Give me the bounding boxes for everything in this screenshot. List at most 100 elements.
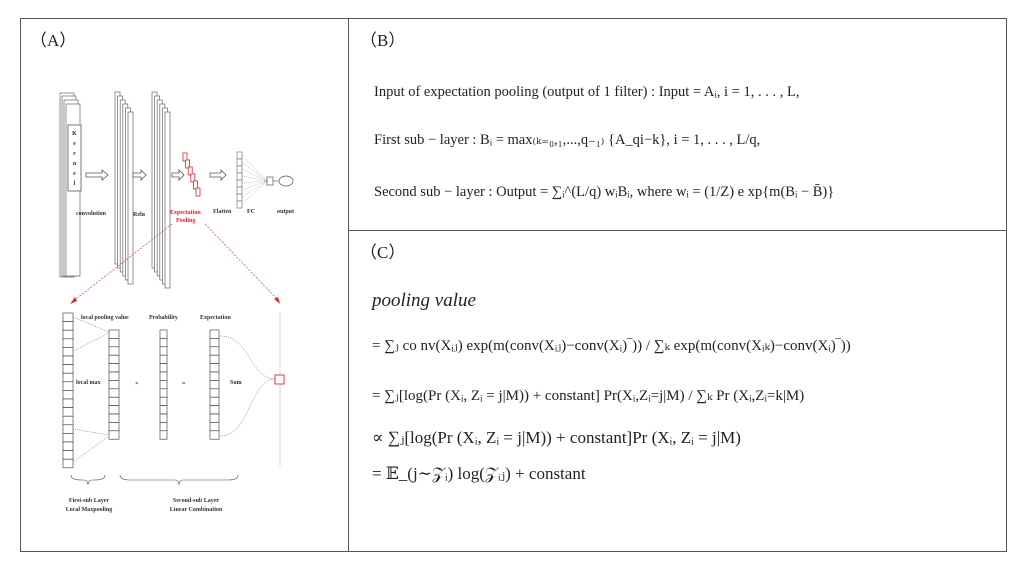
cell [108,354,120,364]
cell [236,193,243,202]
fc-edge [241,180,268,184]
arrow-icon [171,169,185,181]
pooled-map [182,152,188,162]
cell [62,381,74,391]
equation-line-3: ∝ ∑ⱼ[log(Pr (Xᵢ, Zᵢ = j|M)) + constant]P… [372,428,741,447]
equation-pooling-value-title: pooling value [372,290,476,311]
output-node [278,175,294,187]
label-local-pooling-value: local pooling value [81,315,129,321]
expectation-pooling-boxes [182,152,201,197]
cell [62,390,74,400]
pooled-map [187,166,193,176]
label-probability: Probability [149,315,178,321]
cell [62,321,74,331]
kernel-letter: e [73,141,76,147]
kernel-letter: K [72,131,77,137]
kernel-letter: e [73,171,76,177]
cell [159,430,168,440]
cell [62,372,74,383]
cell [62,355,74,365]
equation-first-sublayer: First sub − layer : Bᵢ = max₍ₖ₌₀,₁,...,q… [374,132,761,148]
panel-divider-horizontal [348,230,1007,231]
probability-column [159,329,168,440]
cell [62,433,74,443]
cell [108,380,120,390]
cell [209,405,220,415]
cell [62,364,74,374]
fc-node [266,176,274,186]
flatten-column [236,151,243,209]
cell [209,380,220,390]
cell [159,329,168,339]
cell [62,415,74,426]
cell [209,338,220,348]
arrow-icon [85,169,109,181]
label-convolution: convolution [76,211,107,217]
cell [62,312,74,322]
fc-edge [241,180,268,191]
cell [159,422,168,432]
cell [108,388,120,398]
label-sum: Sum [230,380,242,386]
kernel-box: K e r n e l [67,124,82,192]
cell [236,186,243,195]
cell [209,388,220,398]
pooled-map [185,159,191,169]
arrows [85,169,227,181]
cell [62,458,74,469]
cell [108,329,120,339]
figure-frame [20,18,1007,552]
label-output: output [277,209,294,215]
cell [108,338,120,348]
label-flatten: Flatten [213,209,232,215]
equals-symbol: = [182,381,186,387]
cell [159,388,168,398]
panel-c-label: （C） [360,243,406,262]
relu-feature-stack [151,91,171,289]
label-first-sub-layer: First-sub Layer [69,498,110,504]
cell [209,396,220,406]
fc-edge [241,154,268,182]
cell [62,441,74,451]
label-pooling: Pooling [176,218,195,224]
cell [236,151,243,160]
cell [62,338,74,348]
cell [159,405,168,415]
arrow-icon [132,169,147,181]
pooled-output-box [274,374,285,385]
cell [209,430,220,440]
cell [236,200,243,209]
fc-edge [241,180,268,205]
zoom-lines [70,223,280,304]
cell [108,405,120,415]
fc-connections [241,154,268,205]
cell [62,398,74,408]
pooled-map [190,173,196,183]
cell [159,371,168,381]
label-second-sub-layer: Second-sub Layer [173,498,220,504]
cell [159,346,168,356]
cell [159,396,168,406]
cell [108,430,120,440]
feature-map [164,111,171,289]
feature-map [127,111,134,285]
cell [108,371,120,381]
braces [70,474,239,486]
label-relu: Relu [133,212,146,218]
cell [209,354,220,364]
cell [62,407,74,417]
cell [236,165,243,174]
fc-edge [241,168,268,182]
cell [209,371,220,381]
connector-lines [72,313,281,466]
fc-edge [241,175,268,182]
cell [209,363,220,373]
equation-input: Input of expectation pooling (output of … [374,84,800,100]
cell [209,413,220,423]
label-expectation: Expectation [200,315,231,321]
cell [236,179,243,188]
fc-edge [241,180,268,198]
panel-a-label: （A） [30,31,77,50]
label-local-max: local max [76,380,101,386]
panel-b-label: （B） [360,31,406,50]
